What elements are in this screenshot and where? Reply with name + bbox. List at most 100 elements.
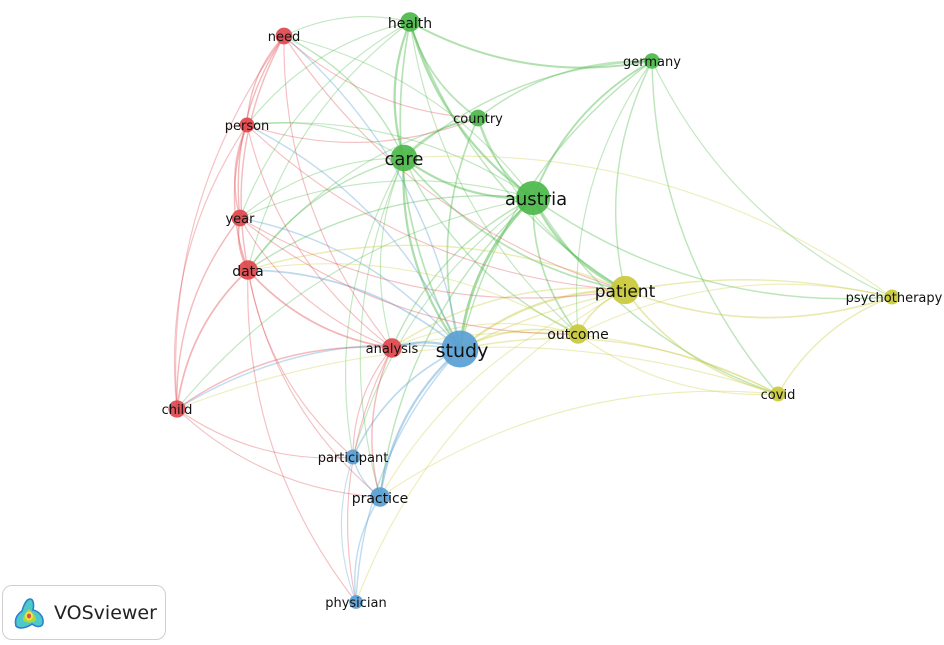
edge-study-physician — [355, 348, 461, 603]
edge-person-patient — [246, 124, 626, 291]
label-layer: healthneedgermanycountrypersoncareaustri… — [162, 16, 943, 611]
edge-austria-psychotherapy — [532, 197, 893, 300]
vosviewer-logo-icon — [14, 597, 44, 629]
edge-care-need — [283, 35, 405, 159]
edge-health-data — [247, 21, 411, 271]
node-label-study: study — [436, 340, 489, 362]
edge-participant-physician — [340, 456, 357, 603]
edge-austria-child — [176, 197, 534, 410]
edge-care-person — [246, 122, 405, 159]
edge-person-child — [173, 124, 248, 410]
edge-germany-country — [477, 60, 653, 119]
edge-psychotherapy-outcome — [577, 283, 893, 335]
vosviewer-badge[interactable]: VOSviewer — [2, 585, 166, 640]
edge-covid-practice — [379, 390, 779, 498]
edge-analysis-participant — [352, 347, 393, 458]
node-practice[interactable] — [370, 487, 390, 507]
edge-germany-outcome — [575, 60, 653, 335]
edge-health-austria — [408, 21, 534, 199]
edge-year-patient — [239, 217, 626, 299]
edge-patient-covid — [624, 289, 779, 395]
node-label-care: care — [384, 149, 423, 170]
node-care[interactable] — [390, 144, 418, 172]
edge-data-participant — [247, 269, 354, 458]
edge-outcome-data — [247, 263, 579, 335]
edge-psychotherapy-care — [403, 155, 893, 298]
node-year[interactable] — [231, 209, 249, 227]
edge-austria-data — [247, 195, 534, 271]
node-child[interactable] — [168, 400, 186, 418]
edge-study-year — [239, 217, 461, 350]
edge-austria-year — [239, 180, 534, 219]
node-analysis[interactable] — [382, 338, 402, 358]
node-outcome[interactable] — [568, 324, 588, 344]
edge-health-country — [409, 21, 479, 119]
edge-study-practice — [378, 348, 461, 498]
edge-health-person — [246, 21, 411, 126]
edge-year-outcome — [239, 217, 579, 335]
edge-need-patient — [283, 35, 626, 291]
edge-patient-physician — [355, 289, 626, 603]
edge-data-practice — [247, 269, 381, 498]
node-health[interactable] — [400, 12, 420, 32]
edge-study-data — [247, 269, 461, 350]
node-covid[interactable] — [770, 386, 786, 402]
node-patient[interactable] — [610, 275, 640, 305]
edge-data-analysis — [247, 269, 393, 349]
edge-need-person — [246, 35, 285, 126]
edge-health-germany — [409, 21, 653, 69]
edge-outcome-covid — [577, 333, 779, 396]
edge-care-participant — [344, 157, 405, 458]
edge-person-analysis — [246, 124, 393, 349]
edge-country-data — [247, 117, 479, 271]
node-psychotherapy[interactable] — [884, 289, 900, 305]
edge-health-year — [239, 21, 411, 219]
edge-patient-study — [459, 288, 626, 350]
node-label-germany: germany — [623, 55, 681, 70]
edge-austria-study — [458, 197, 534, 350]
edge-analysis-child — [176, 346, 393, 410]
edge-health-patient — [409, 21, 626, 291]
node-label-austria: austria — [505, 189, 567, 210]
edge-covid-study — [459, 337, 779, 395]
node-layer — [168, 12, 900, 609]
edge-austria-analysis — [391, 197, 534, 349]
node-label-child: child — [162, 403, 193, 418]
edge-austria-outcome — [532, 197, 579, 335]
node-label-physician: physician — [325, 596, 387, 611]
node-person[interactable] — [239, 117, 255, 133]
edge-outcome-analysis — [391, 323, 579, 349]
edge-care-analysis — [379, 157, 405, 349]
edge-austria-need — [283, 35, 534, 199]
edge-care-patient — [403, 157, 626, 291]
node-label-health: health — [388, 16, 432, 32]
node-austria[interactable] — [515, 180, 551, 216]
node-physician[interactable] — [349, 595, 363, 609]
node-germany[interactable] — [644, 53, 660, 69]
node-label-need: need — [268, 30, 301, 45]
edge-care-outcome — [403, 157, 579, 335]
edge-country-patient — [477, 117, 626, 291]
edge-care-practice — [359, 157, 405, 498]
node-country[interactable] — [469, 109, 487, 127]
node-label-outcome: outcome — [547, 327, 608, 343]
node-label-patient: patient — [595, 282, 656, 302]
edge-germany-covid — [651, 60, 779, 395]
node-label-covid: covid — [761, 388, 796, 403]
edge-practice-physician — [354, 496, 381, 603]
node-participant[interactable] — [345, 449, 361, 465]
edge-person-country — [246, 117, 479, 143]
edge-layer — [173, 16, 893, 603]
edge-care-study — [402, 157, 461, 350]
edge-need-analysis — [283, 35, 393, 349]
edge-psychotherapy-study — [459, 279, 893, 350]
node-label-participant: participant — [318, 451, 389, 466]
node-need[interactable] — [275, 27, 293, 45]
node-study[interactable] — [441, 330, 479, 368]
node-label-psychotherapy: psychotherapy — [846, 291, 943, 306]
node-data[interactable] — [238, 260, 258, 280]
edge-patient-data — [247, 244, 626, 291]
edge-data-child — [176, 269, 249, 410]
node-label-year: year — [225, 212, 255, 227]
